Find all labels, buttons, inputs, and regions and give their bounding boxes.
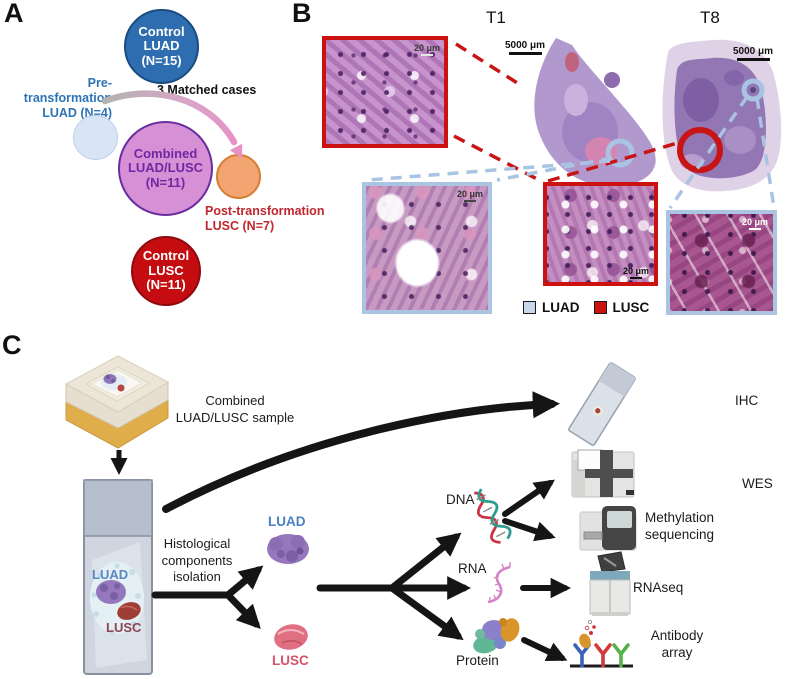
protein-label: Protein — [456, 653, 499, 668]
inset-scalebar: 20 μm — [623, 266, 649, 279]
panel-c-label: C — [2, 330, 22, 360]
histology-inset-t8-luad: 20 μm — [666, 210, 777, 315]
inset-scalebar: 20 μm — [742, 217, 768, 230]
t8-scalebar: 5000 μm — [733, 46, 773, 61]
protein-complex-icon — [473, 618, 520, 654]
methylation-sequencer-icon — [579, 506, 637, 551]
t8-tissue-image — [662, 39, 782, 192]
pre-transformation-circle — [73, 115, 118, 160]
text-line: Control — [138, 23, 185, 39]
text-line: Histological — [163, 536, 231, 551]
ffpe-block-icon — [64, 355, 170, 449]
slide-lusc-label: LUSC — [106, 620, 142, 635]
text-line: isolation — [173, 569, 221, 585]
inset-scalebar: 20 μm — [414, 43, 440, 56]
isolation-branch-arrows — [151, 565, 264, 630]
legend-luad-label: LUAD — [542, 300, 580, 315]
dna-helix-icon — [474, 488, 512, 544]
methylation-label: Methylation sequencing — [645, 510, 714, 544]
scalebar-line — [629, 277, 642, 279]
microscope-slide-icon — [83, 479, 153, 675]
combined-sample-label: Combined LUAD/LUSC sample — [165, 393, 305, 426]
lusc-component-label: LUSC — [272, 653, 309, 668]
text-line: LUSC (N=7) — [205, 219, 275, 233]
analyte-fan-arrows — [316, 532, 471, 641]
scalebar-text: 5000 μm — [733, 46, 774, 57]
scalebar-text: 5000 μm — [505, 40, 546, 51]
rna-strand-icon — [487, 562, 511, 604]
text-line: Methylation — [645, 510, 715, 525]
rna-label: RNA — [458, 561, 487, 576]
legend-luad-swatch — [523, 301, 536, 314]
control-lusc-circle: Control LUSC (N=11) — [131, 236, 201, 306]
scalebar-text: 20 μm — [456, 189, 483, 199]
panel-b-label: B — [292, 0, 312, 28]
ihc-label: IHC — [735, 393, 759, 408]
rnaseq-machine-icon — [589, 551, 631, 616]
histology-inset-t1-lusc: 20 μm — [322, 36, 448, 148]
panel-a-label: A — [4, 0, 24, 28]
histology-legend: LUAD LUSC — [523, 300, 649, 315]
luad-component-label: LUAD — [268, 514, 306, 529]
luad-component-icon — [267, 534, 309, 564]
text-line: sequencing — [645, 526, 715, 542]
histology-inset-t8-lusc: 20 μm — [543, 182, 658, 286]
scalebar-line — [463, 200, 476, 202]
scalebar-line — [736, 58, 770, 61]
text-line: Control — [142, 248, 190, 264]
antibody-array-icon — [570, 620, 633, 668]
text-line: Post-transformation — [205, 204, 325, 218]
lusc-component-icon — [274, 624, 308, 650]
ihc-slide-icon — [568, 362, 636, 446]
sample-to-ihc-arrow — [162, 391, 560, 513]
dna-label: DNA — [446, 492, 475, 507]
wes-label: WES — [742, 476, 773, 491]
scalebar-line — [508, 52, 542, 55]
text-line: Combined — [133, 145, 198, 161]
text-line: Antibody — [650, 628, 704, 643]
text-line: (N=11) — [145, 174, 186, 190]
t1-tissue-image — [534, 38, 656, 187]
text-line: (N=11) — [146, 277, 186, 293]
post-transformation-circle — [216, 154, 261, 199]
inset-scalebar: 20 μm — [457, 189, 483, 202]
text-line: LUAD — [143, 38, 180, 54]
matched-cases-label: 3 Matched cases — [157, 83, 257, 97]
t1-sample-label: T1 — [486, 8, 506, 27]
t8-sample-label: T8 — [700, 8, 720, 27]
legend-lusc-swatch — [593, 301, 607, 314]
text-line: Combined — [205, 393, 265, 408]
t1-scalebar: 5000 μm — [505, 40, 545, 55]
wes-sequencer-icon — [571, 449, 635, 498]
histology-inset-t1-luad: 20 μm — [362, 182, 492, 314]
text-line: LUSC — [148, 262, 184, 278]
control-luad-circle: Control LUAD (N=15) — [124, 9, 199, 84]
scalebar-line — [748, 228, 761, 230]
t8-lusc-region-ring — [677, 127, 723, 173]
scalebar-text: 20 μm — [622, 266, 649, 276]
scalebar-text: 20 μm — [413, 43, 440, 53]
t1-luad-region-ring — [605, 138, 635, 168]
text-line: components — [161, 552, 233, 568]
isolation-label: Histological components isolation — [150, 536, 244, 586]
scalebar-line — [420, 54, 433, 56]
text-line: (N=15) — [141, 52, 182, 68]
scalebar-text: 20 μm — [741, 217, 768, 227]
t8-luad-region-ring — [741, 78, 765, 102]
text-line: Pre-transformation — [23, 76, 112, 105]
combined-luad-lusc-circle: Combined LUAD/LUSC (N=11) — [118, 121, 213, 216]
slide-luad-label: LUAD — [92, 567, 129, 582]
luad-dashed-links — [367, 96, 776, 209]
antibody-array-label: Antibody array — [642, 628, 712, 662]
post-transformation-label: Post-transformation LUSC (N=7) — [205, 204, 325, 234]
text-line: array — [661, 644, 693, 660]
assay-arrows — [502, 479, 571, 662]
text-line: LUAD/LUSC sample — [175, 409, 295, 425]
legend-lusc-label: LUSC — [612, 300, 650, 315]
rnaseq-label: RNAseq — [633, 580, 684, 595]
text-line: LUAD/LUSC — [127, 160, 204, 176]
